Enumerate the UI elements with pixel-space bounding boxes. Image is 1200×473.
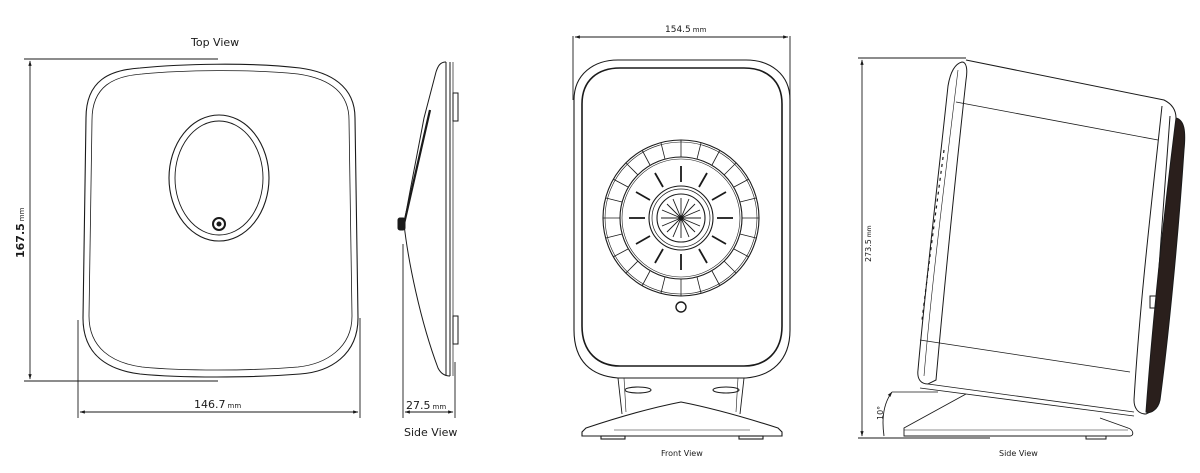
dimension-unit: mm	[432, 403, 447, 411]
top-view-drawing	[24, 58, 361, 418]
side-view-small-drawing	[397, 61, 459, 418]
dimension-value: 146.7	[194, 398, 226, 411]
dimension-value: 27.5	[406, 399, 431, 412]
dimension-unit: mm	[866, 225, 873, 238]
top-view-height-dimension: 167.5mm	[14, 208, 27, 258]
side-view-small-title: Side View	[404, 426, 458, 439]
side-view-height-dimension: 273.5mm	[864, 225, 873, 262]
dimension-value: 273.5	[864, 239, 873, 262]
dimension-unit: mm	[18, 207, 26, 222]
front-view-drawing	[572, 35, 791, 440]
front-view-title: Front View	[661, 449, 703, 458]
top-view-title: Top View	[191, 36, 240, 49]
dimension-value: 154.5	[665, 25, 691, 35]
side-view-large-title: Side View	[999, 449, 1038, 458]
dimension-unit: mm	[227, 402, 242, 410]
side-view-angle-dimension: 10°	[876, 405, 885, 420]
dimension-value: 167.5	[14, 223, 27, 258]
surround-ribs	[603, 140, 759, 296]
dimension-unit: mm	[692, 26, 707, 34]
cone-spokes	[629, 166, 733, 270]
side-view-large-drawing	[858, 57, 1186, 440]
